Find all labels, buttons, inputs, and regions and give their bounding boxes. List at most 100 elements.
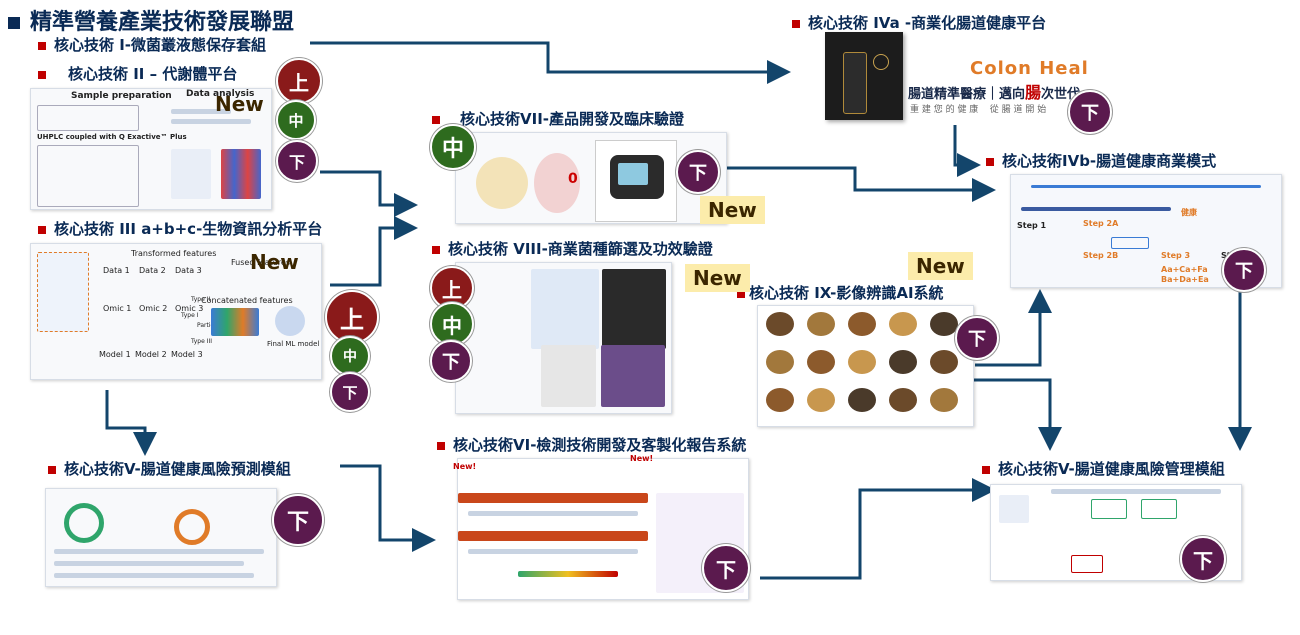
thumb-health: 健康 [1181, 208, 1197, 217]
report-system-thumbnail [457, 458, 749, 600]
heading-core-7: 核心技術VII-產品開發及臨床驗證 [432, 110, 684, 128]
thumb-data-analysis: Data analysis [186, 89, 255, 99]
colonheal-slogan: 腸道精準醫療｜邁向腸次世代 [908, 79, 1080, 103]
colonheal-brand: Colon Heal [970, 58, 1089, 79]
thumb-fused: Fused features [231, 258, 290, 267]
bullet-icon [982, 465, 990, 474]
heading-core-6: 核心技術VI-檢測技術開發及客製化報告系統 [437, 436, 746, 454]
food-image [930, 350, 958, 374]
arrow-t3-down [105, 390, 157, 456]
badge-down-core-5-right: 下 [1180, 536, 1226, 582]
thumb-line [468, 549, 638, 554]
heading-core-9: 核心技術 IX-影像辨識AI系統 [737, 284, 944, 302]
thumb-model1: Model 1 [99, 350, 131, 359]
badge-down-core-9: 下 [955, 316, 999, 360]
colonheal-sub: 重 建 您 的 健 康 從 腸 道 開 始 [910, 105, 1047, 115]
arrow-t1-to-t4a [310, 41, 791, 84]
badge-down-core-3: 下 [330, 372, 370, 412]
thumb-sample-prep: Sample preparation [71, 91, 172, 101]
food-image [930, 388, 958, 412]
heading-core-5-left-text: 核心技術V-腸道健康風險預測模組 [64, 460, 291, 478]
thumb-model2: Model 2 [135, 350, 167, 359]
badge-mid-core-8: 中 [430, 302, 474, 346]
colonheal-box-image [825, 32, 903, 120]
heading-core-3: 核心技術 III a+b+c-生物資訊分析平台 [38, 220, 322, 238]
thumb-matrix [211, 308, 259, 336]
thumb-step2b: Step 2B [1083, 251, 1119, 260]
thumb-final: Final ML model [267, 340, 320, 348]
badge-mid-core-2: 中 [276, 100, 316, 140]
food-image [807, 350, 835, 374]
device-screen [618, 163, 648, 185]
heading-core-4a: 核心技術 IVa -商業化腸道健康平台 [792, 14, 1046, 32]
bullet-icon [38, 225, 46, 234]
title-square-icon [8, 17, 20, 29]
new-label-core-7: New [700, 196, 765, 224]
heading-core-7-text: 核心技術VII-產品開發及臨床驗證 [460, 110, 684, 128]
thumb-formula2: Ba+Da+Ea [1161, 275, 1209, 284]
badge-down-core-4a: 下 [1068, 90, 1112, 134]
thumb-step1: Step 1 [1017, 221, 1047, 230]
arrow-t9-to-t5r [968, 378, 1062, 451]
thumb-panel [541, 345, 596, 407]
bullet-icon [432, 115, 440, 124]
thumb-formula: Aa+Ca+Fa [1161, 265, 1208, 274]
thumb-ring [64, 503, 104, 543]
thumb-block [1091, 499, 1127, 519]
badge-down-core-7: 下 [676, 150, 720, 194]
colonheal-jar [843, 52, 867, 114]
food-image [807, 312, 835, 336]
thumb-panel [601, 345, 665, 407]
heading-core-1: 核心技術 I-微菌叢液態保存套組 [38, 36, 266, 54]
heading-core-4a-text: 核心技術 IVa -商業化腸道健康平台 [808, 14, 1047, 32]
colonheal-logo-icon [873, 54, 889, 70]
thumb-circle-diagram [534, 153, 580, 213]
page-title-row: 精準營養產業技術發展聯盟 [8, 4, 294, 36]
heading-core-2: 核心技術 II – 代謝體平台 [38, 65, 237, 83]
arrow-t4a-to-t4b [953, 125, 981, 177]
heading-core-4b: 核心技術IVb-腸道健康商業模式 [986, 152, 1216, 170]
thumb-gradient-bar [518, 571, 618, 577]
thumb-zero: 0 [568, 171, 578, 187]
thumb-line [171, 119, 251, 124]
new-label-core-9: New [908, 252, 973, 280]
thumb-block [1141, 499, 1177, 519]
arrow-t5l-to-t6 [340, 464, 436, 552]
heading-core-9-text: 核心技術 IX-影像辨識AI系統 [749, 284, 944, 302]
thumb-type2: Type II [191, 296, 211, 303]
page-title: 精準營養產業技術發展聯盟 [30, 10, 295, 35]
ai-image-thumbnail [757, 305, 974, 427]
bullet-icon [432, 245, 440, 254]
thumb-line [468, 511, 638, 516]
slogan-part-c: 次世代 [1041, 87, 1081, 102]
thumb-data1: Data 1 [103, 266, 130, 275]
thumb-ring [174, 509, 210, 545]
food-image [889, 312, 917, 336]
thumb-omic2: Omic 2 [139, 304, 168, 313]
thumb-panel [531, 269, 599, 349]
badge-down-core-6: 下 [702, 544, 750, 592]
thumb-transformed: Transformed features [131, 249, 217, 258]
thumb-uhplc: UHPLC coupled with Q Exactive™ Plus [37, 133, 187, 141]
food-image [807, 388, 835, 412]
thumb-heatmap [221, 149, 261, 199]
risk-prediction-thumbnail [45, 488, 277, 587]
heading-core-8-text: 核心技術 VIII-商業菌種篩選及功效驗證 [448, 240, 713, 258]
badge-mid-core-7: 中 [430, 124, 476, 170]
food-image [889, 388, 917, 412]
heading-core-3-text: 核心技術 III a+b+c-生物資訊分析平台 [54, 220, 323, 238]
thumb-line [1051, 489, 1221, 494]
heading-core-1-text: 核心技術 I-微菌叢液態保存套組 [54, 36, 267, 54]
thumb-concat: Concatenated features [201, 296, 293, 305]
arrow-t2-to-t7 [320, 170, 418, 217]
heading-core-5-right-text: 核心技術V-腸道健康風險管理模組 [998, 460, 1225, 478]
thumb-line [171, 109, 231, 114]
device-image [595, 140, 677, 222]
food-image [848, 388, 876, 412]
badge-up-core-8: 上 [430, 266, 474, 310]
thumb-header-bar [458, 493, 648, 503]
bullet-icon [38, 41, 46, 50]
food-image [766, 388, 794, 412]
badge-down-core-5-left: 下 [272, 494, 324, 546]
bullet-icon [437, 441, 445, 450]
